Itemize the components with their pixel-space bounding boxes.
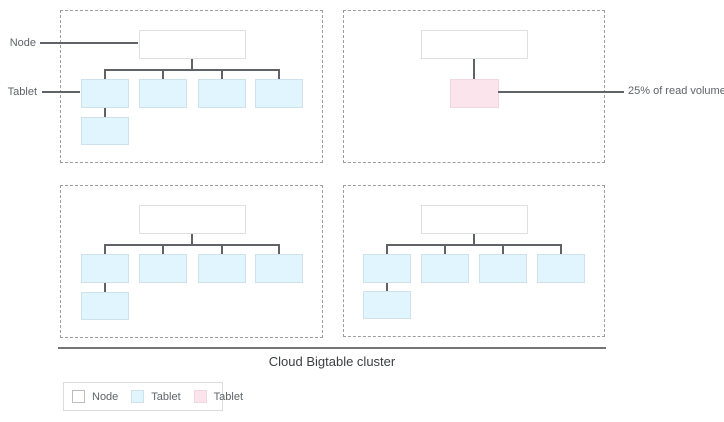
legend: Node Tablet Tablet xyxy=(63,382,243,411)
connector-line xyxy=(444,244,446,254)
node-zone-4 xyxy=(343,185,605,337)
connector-line xyxy=(104,69,106,79)
tablet-box xyxy=(421,254,469,283)
read-volume-callout-line xyxy=(498,91,624,93)
node-box xyxy=(139,205,246,234)
tablet-box xyxy=(255,254,303,283)
node-swatch-icon xyxy=(72,390,85,403)
tablet-box xyxy=(363,254,411,283)
node-box xyxy=(139,30,246,59)
tablet-box xyxy=(255,79,303,108)
connector-line xyxy=(104,244,106,254)
cluster-boundary-line xyxy=(58,347,606,349)
tablet-box xyxy=(198,254,246,283)
legend-item-tablet: Tablet xyxy=(131,390,181,403)
legend-label: Node xyxy=(92,390,119,403)
tablet-box xyxy=(81,79,129,108)
connector-line xyxy=(386,244,388,254)
node-box xyxy=(421,30,528,59)
connector-line xyxy=(386,283,388,291)
tablet-swatch-icon xyxy=(131,390,145,403)
legend-item-hot-tablet: Tablet xyxy=(193,390,244,403)
connector-line xyxy=(104,108,106,117)
tablet-box xyxy=(363,291,411,319)
tablet-callout-label: Tablet xyxy=(7,86,37,98)
node-zone-2 xyxy=(343,10,605,163)
tablet-box xyxy=(139,254,187,283)
read-volume-callout-label: 25% of read volume xyxy=(628,85,724,97)
node-zone-1 xyxy=(60,10,323,163)
connector-line xyxy=(278,69,280,79)
connector-line xyxy=(386,244,562,246)
connector-line xyxy=(191,234,193,244)
hot-tablet-box xyxy=(450,79,499,108)
legend-label: Tablet xyxy=(213,390,244,403)
tablet-box xyxy=(198,79,246,108)
connector-line xyxy=(162,244,164,254)
tablet-box xyxy=(81,117,129,145)
connector-line xyxy=(221,244,223,254)
connector-line xyxy=(473,234,475,244)
hot-tablet-swatch-icon xyxy=(193,390,207,403)
connector-line xyxy=(191,59,193,69)
connector-line xyxy=(473,59,475,79)
tablet-box xyxy=(537,254,585,283)
connector-line xyxy=(560,244,562,254)
cluster-title: Cloud Bigtable cluster xyxy=(268,354,396,369)
node-callout-line xyxy=(40,42,138,44)
tablet-box xyxy=(81,292,129,320)
connector-line xyxy=(221,69,223,79)
connector-line xyxy=(104,244,280,246)
connector-line xyxy=(104,69,280,71)
tablet-box xyxy=(479,254,527,283)
node-callout-label: Node xyxy=(9,37,36,49)
node-zone-3 xyxy=(60,185,323,338)
node-box xyxy=(421,205,528,234)
connector-line xyxy=(502,244,504,254)
connector-line xyxy=(278,244,280,254)
connector-line xyxy=(104,283,106,292)
legend-item-node: Node xyxy=(72,390,118,403)
tablet-box xyxy=(139,79,187,108)
tablet-box xyxy=(81,254,129,283)
connector-line xyxy=(162,69,164,79)
tablet-callout-line xyxy=(42,91,80,93)
legend-label: Tablet xyxy=(151,390,181,403)
